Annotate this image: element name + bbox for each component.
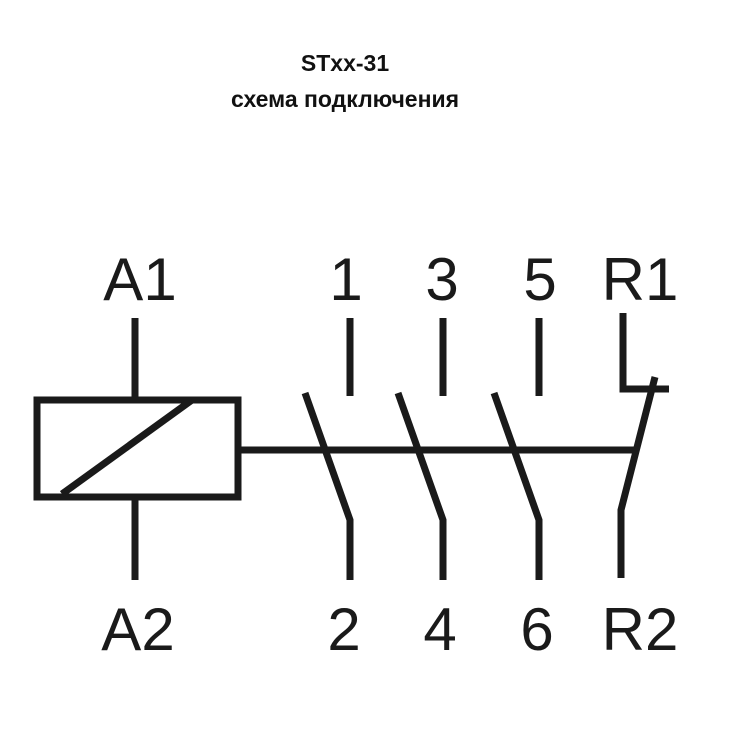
label-5: 5	[523, 246, 556, 313]
diagram-title: STxx-31	[300, 50, 390, 76]
label-r2: R2	[602, 596, 679, 663]
label-a1: A1	[103, 246, 176, 313]
label-4: 4	[423, 596, 456, 663]
label-a2: A2	[101, 596, 174, 663]
contact-5-6	[490, 318, 543, 580]
coil-diagonal	[59, 397, 195, 497]
contact-r1-r2	[617, 313, 669, 578]
label-2: 2	[327, 596, 360, 663]
label-6: 6	[520, 596, 553, 663]
label-3: 3	[425, 246, 458, 313]
coil	[33, 396, 242, 501]
contact-3-4	[394, 318, 447, 580]
label-1: 1	[329, 246, 362, 313]
label-r1: R1	[602, 246, 679, 313]
contact-1-2	[301, 318, 354, 580]
diagram-subtitle: схема подключения	[230, 86, 460, 112]
